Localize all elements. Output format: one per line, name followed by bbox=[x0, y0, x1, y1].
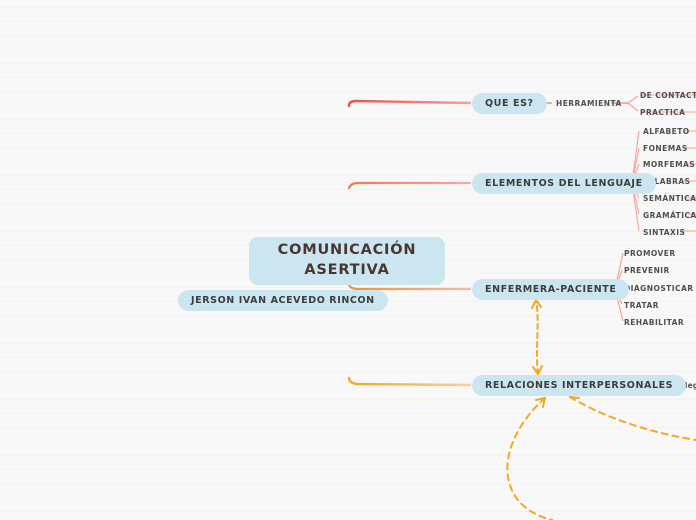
leaf-diagnosticar[interactable]: DIAGNOSTICAR bbox=[624, 284, 694, 293]
dashed-connector-vertical bbox=[535, 299, 539, 375]
branch-node-relaciones-interpersonales[interactable]: RELACIONES INTERPERSONALES bbox=[472, 375, 687, 396]
branch-line-que-es bbox=[347, 99, 472, 108]
leaf-promover[interactable]: PROMOVER bbox=[624, 249, 676, 258]
leaf-semantica[interactable]: SEMÁNTICA bbox=[643, 194, 696, 203]
subline-practica bbox=[627, 102, 639, 112]
branch-line-enfermera bbox=[347, 283, 472, 291]
central-node-line1: COMUNICACIÓN bbox=[277, 242, 417, 259]
branch-node-enfermera-paciente[interactable]: ENFERMERA-PACIENTE bbox=[472, 279, 630, 300]
leaf-herramienta[interactable]: HERRAMIENTA bbox=[556, 99, 622, 108]
leaf-gramatica[interactable]: GRAMÁTICA bbox=[643, 211, 696, 220]
dashed-arrowhead-up bbox=[531, 299, 542, 309]
branch-line-relaciones bbox=[347, 376, 472, 387]
leaf-rehabilitar[interactable]: REHABILITAR bbox=[624, 318, 685, 327]
leaf-tratar[interactable]: TRATAR bbox=[624, 301, 659, 310]
dashed-connector-right bbox=[569, 396, 696, 441]
leaf-sintaxis[interactable]: SINTAXIS bbox=[643, 228, 686, 237]
central-node-line2: ASERTIVA bbox=[304, 262, 390, 278]
branch-node-elementos-del-lenguaje[interactable]: ELEMENTOS DEL LENGUAJE bbox=[472, 173, 656, 194]
dashed-connector-loop-left bbox=[506, 397, 553, 520]
leaf-de-contacto-verbal[interactable]: DE CONTACTO VE bbox=[640, 91, 696, 100]
central-node[interactable]: COMUNICACIÓN ASERTIVA bbox=[249, 237, 445, 285]
leaf-fonemas[interactable]: FONEMAS bbox=[643, 144, 688, 153]
leaf-alfabeto[interactable]: ALFABETO bbox=[643, 127, 690, 136]
subline-contacto bbox=[627, 95, 639, 104]
leaf-prevenir[interactable]: PREVENIR bbox=[624, 266, 670, 275]
branch-node-que-es[interactable]: QUE ES? bbox=[472, 93, 547, 114]
dashed-arrowhead-loop-left bbox=[535, 397, 546, 408]
leaf-practica[interactable]: PRACTICA bbox=[640, 108, 686, 117]
leaf-morfemas[interactable]: MORFEMAS bbox=[643, 160, 696, 169]
dashed-arrowhead-down bbox=[532, 365, 543, 375]
leaf-palabras[interactable]: PALABRAS bbox=[643, 177, 691, 186]
branch-line-elementos bbox=[347, 181, 472, 190]
author-node[interactable]: JERSON IVAN ACEVEDO RINCON bbox=[178, 290, 388, 311]
